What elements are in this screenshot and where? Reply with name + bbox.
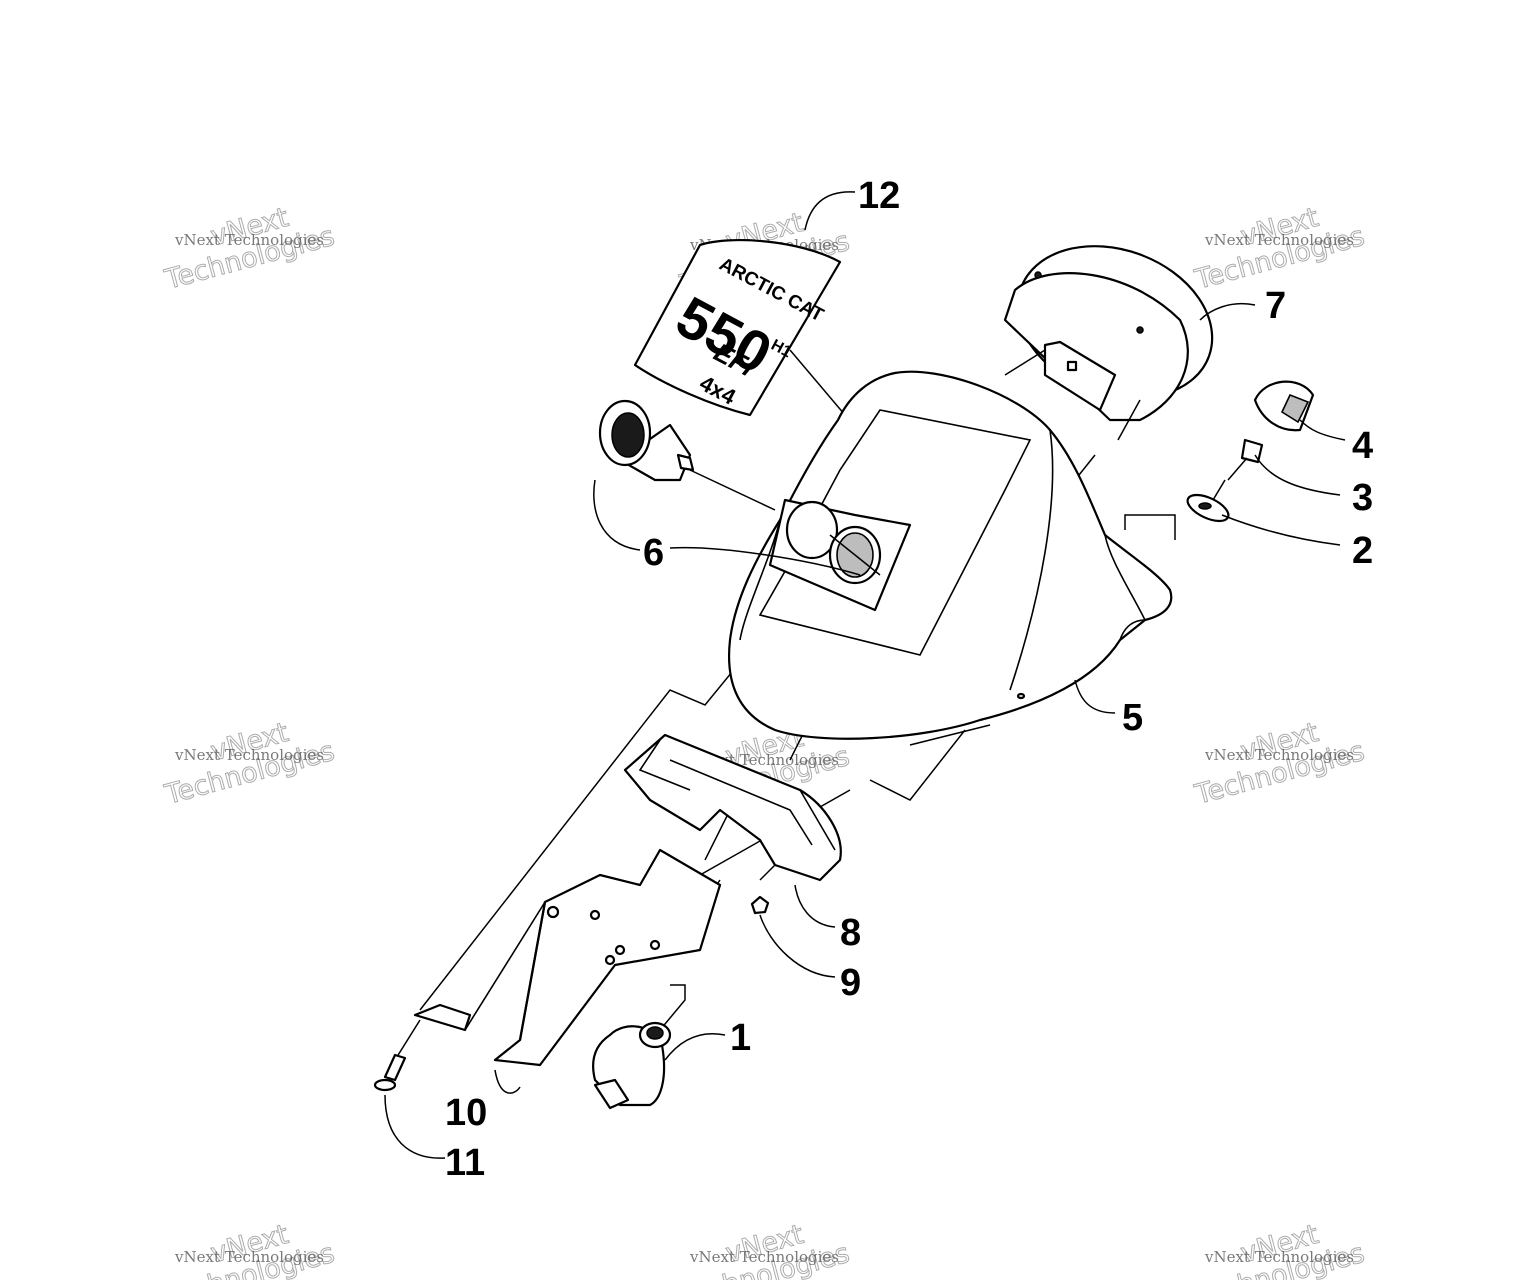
callout-6: 6: [643, 532, 664, 574]
callout-3: 3: [1352, 477, 1373, 519]
watermark-mid-left: vNext Technologies vNext Technologies: [161, 717, 339, 812]
ignition-key-cap: [1253, 380, 1315, 432]
svg-text:vNext Technologies: vNext Technologies: [689, 1248, 839, 1266]
callout-8: 8: [840, 912, 861, 954]
watermark-mid-right: vNext Technologies vNext Technologies: [1191, 717, 1369, 812]
callout-11: 11: [445, 1142, 485, 1184]
watermark-top-right: vNext Technologies vNext Technologies: [1191, 202, 1369, 297]
accessory-outlet: [598, 399, 695, 482]
mounting-bracket: [413, 848, 722, 1067]
svg-text:vNext Technologies: vNext Technologies: [174, 746, 324, 764]
washer: [1186, 493, 1230, 523]
watermark-bottom-left: vNext Technologies vNext Technologies: [161, 1219, 339, 1280]
svg-text:vNext Technologies: vNext Technologies: [1204, 746, 1354, 764]
bezel-retainer: [623, 733, 842, 882]
watermark-bottom-center: vNext Technologies vNext Technologies: [676, 1219, 854, 1280]
callout-2: 2: [1352, 530, 1373, 572]
callout-numbers: 1 2 3 4 5 6 7 8 9 10 11 12: [445, 175, 1373, 1184]
ignition-switch: [592, 1021, 672, 1110]
svg-text:vNext Technologies: vNext Technologies: [174, 231, 324, 249]
callout-12: 12: [858, 175, 900, 217]
svg-text:vNext Technologies: vNext Technologies: [174, 1248, 324, 1266]
instrument-pod-housing: [728, 370, 1173, 740]
watermark-top-left: vNext Technologies vNext Technologies: [161, 202, 339, 297]
callout-7: 7: [1265, 285, 1286, 327]
svg-text:vNext Technologies: vNext Technologies: [1204, 1248, 1354, 1266]
ignition-key: [1227, 438, 1264, 481]
model-decal: ARCTIC CAT 550 H1 EFI 4x4: [633, 238, 842, 417]
speedometer: [1003, 245, 1214, 441]
callout-leaders: [384, 191, 1346, 1159]
svg-text:vNext Technologies: vNext Technologies: [1204, 231, 1354, 249]
callout-4: 4: [1352, 425, 1373, 467]
callout-1: 1: [730, 1017, 751, 1059]
callout-9: 9: [840, 962, 861, 1004]
callout-5: 5: [1122, 697, 1143, 739]
callout-10: 10: [445, 1092, 487, 1134]
watermark-bottom-right: vNext Technologies vNext Technologies: [1191, 1219, 1369, 1280]
push-rivet: [373, 1053, 407, 1092]
small-nut: [750, 895, 770, 915]
outlet-mounting-plate: [768, 498, 912, 612]
